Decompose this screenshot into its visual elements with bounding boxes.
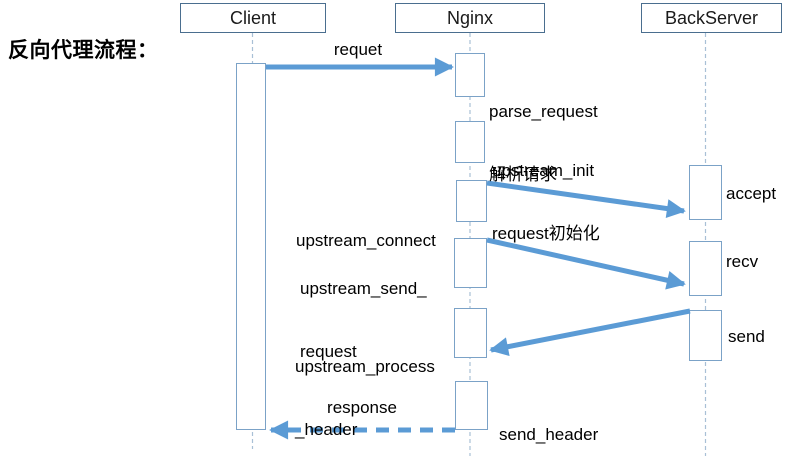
step-label-recv: recv [726,252,759,271]
step-label-init-line2: request初始化 [492,224,600,243]
nginx-activation-parse [455,53,485,97]
backserver-activation-recv [689,241,722,296]
step-label-connect-line1: upstream_connect [296,231,436,250]
step-label-accept: accept [726,184,777,203]
step-label-send-request-line1: upstream_send_ [300,279,427,298]
nginx-activation-send-response [455,381,488,430]
actor-box-nginx: Nginx [395,3,545,33]
step-label-send-response-line1: send_header [499,425,599,444]
nginx-activation-connect [456,180,487,222]
client-activation-bar [236,63,266,430]
step-label-parse: parse_request 解析请求 [489,59,598,227]
actor-label-nginx: Nginx [446,7,494,28]
actor-box-client: Client [180,3,326,33]
actor-label-client: Client [229,7,277,28]
step-label-send: send [728,327,765,346]
step-label-send-request-line2: request [300,342,357,361]
response-label: response [327,398,397,417]
step-label-send-request: upstream_send_ request [300,236,427,404]
request-label: requet [333,40,383,59]
nginx-activation-send-request [454,238,487,288]
step-label-parse-line2: 解析请求 [489,165,557,184]
step-label-process-header-line1: upstream_process [295,357,435,376]
actor-label-backserver: BackServer [664,7,759,28]
step-label-send-response: send_header send_body [499,382,598,459]
diagram-title: 反向代理流程： [8,39,159,62]
step-label-init-line1: upstream_init [492,161,595,180]
step-label-parse-line1: parse_request [489,102,598,121]
nginx-activation-init [455,121,485,163]
backserver-activation-accept [689,165,722,220]
backserver-activation-send [689,310,722,361]
nginx-activation-process-header [454,308,487,358]
step-label-process-header: upstream_process _header [295,314,435,459]
step-label-process-header-line2: _header [295,420,358,439]
step-label-init: upstream_init request初始化 [492,118,600,286]
step-label-connect: upstream_connect [296,188,436,293]
actor-box-backserver: BackServer [641,3,782,33]
